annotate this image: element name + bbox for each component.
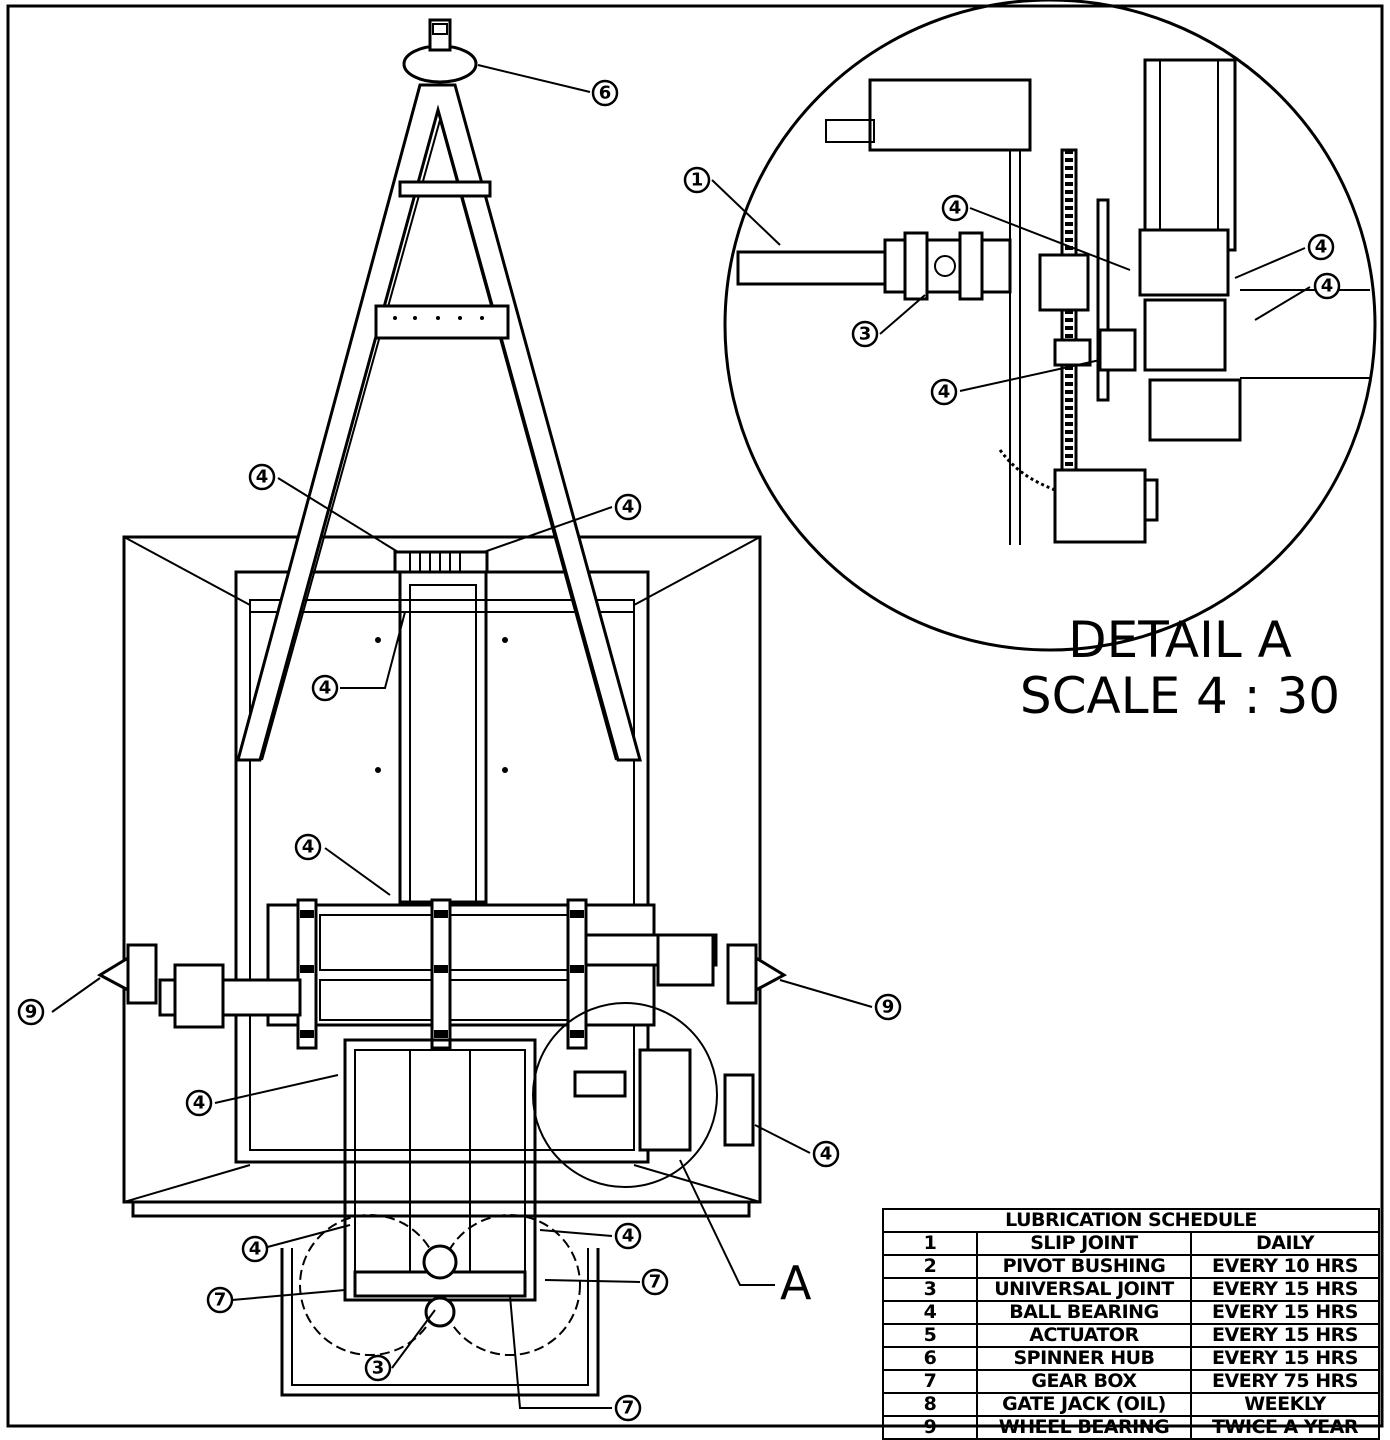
callout-balloon: 3 <box>364 1354 392 1382</box>
callout-balloons: 6 4 4 4 4 9 9 4 4 4 4 7 7 3 7 1 3 4 4 4 … <box>17 79 1341 1422</box>
svg-text:4: 4 <box>622 497 635 518</box>
svg-text:4: 4 <box>820 1144 833 1165</box>
callout-balloon: 4 <box>311 674 339 702</box>
svg-text:4: 4 <box>949 198 962 219</box>
svg-text:4: 4 <box>249 1239 262 1260</box>
callout-balloon: 4 <box>941 194 969 222</box>
callout-balloon: 3 <box>851 320 879 348</box>
leader-lines <box>51 64 1311 1409</box>
sheet-border <box>6 4 1384 1428</box>
detail-scale: SCALE 4 : 30 <box>1019 667 1341 725</box>
callout-balloon: 4 <box>614 493 642 521</box>
callout-balloon: 4 <box>241 1235 269 1263</box>
detail-a-view <box>723 0 1377 652</box>
callout-balloon: 4 <box>812 1140 840 1168</box>
svg-text:4: 4 <box>319 678 332 699</box>
callout-balloon: 4 <box>1307 233 1335 261</box>
callout-balloon: 7 <box>641 1268 669 1296</box>
svg-text:1: 1 <box>691 170 704 191</box>
callout-balloon: 4 <box>1313 272 1341 300</box>
callout-balloon: 1 <box>683 166 711 194</box>
svg-text:4: 4 <box>256 467 269 488</box>
svg-text:7: 7 <box>214 1290 227 1311</box>
callout-balloon: 6 <box>591 79 619 107</box>
callout-balloon: 7 <box>206 1286 234 1314</box>
table-title: LUBRICATION SCHEDULE <box>882 1208 1380 1233</box>
view-label-a: A <box>780 1256 812 1310</box>
svg-text:4: 4 <box>938 382 951 403</box>
callout-balloon: 4 <box>930 378 958 406</box>
svg-text:3: 3 <box>372 1358 385 1379</box>
callout-balloon: 4 <box>614 1222 642 1250</box>
callout-balloon: 4 <box>185 1089 213 1117</box>
detail-a-title: DETAIL A SCALE 4 : 30 <box>1000 612 1360 724</box>
callout-balloon: 9 <box>17 998 45 1026</box>
detail-label: DETAIL A <box>1068 611 1292 669</box>
svg-text:4: 4 <box>1321 276 1334 297</box>
svg-text:7: 7 <box>649 1272 662 1293</box>
spreader-main-view <box>96 18 788 1397</box>
svg-text:4: 4 <box>302 837 315 858</box>
callout-balloon: 7 <box>614 1394 642 1422</box>
svg-text:3: 3 <box>859 324 872 345</box>
callout-balloon: 9 <box>874 993 902 1021</box>
svg-text:4: 4 <box>1315 237 1328 258</box>
svg-text:6: 6 <box>599 83 612 104</box>
svg-text:7: 7 <box>622 1398 635 1419</box>
callout-balloon: 4 <box>248 463 276 491</box>
callout-balloon: 4 <box>294 833 322 861</box>
svg-text:4: 4 <box>622 1226 635 1247</box>
svg-text:4: 4 <box>193 1093 206 1114</box>
svg-text:9: 9 <box>882 997 895 1018</box>
svg-text:9: 9 <box>25 1002 38 1023</box>
